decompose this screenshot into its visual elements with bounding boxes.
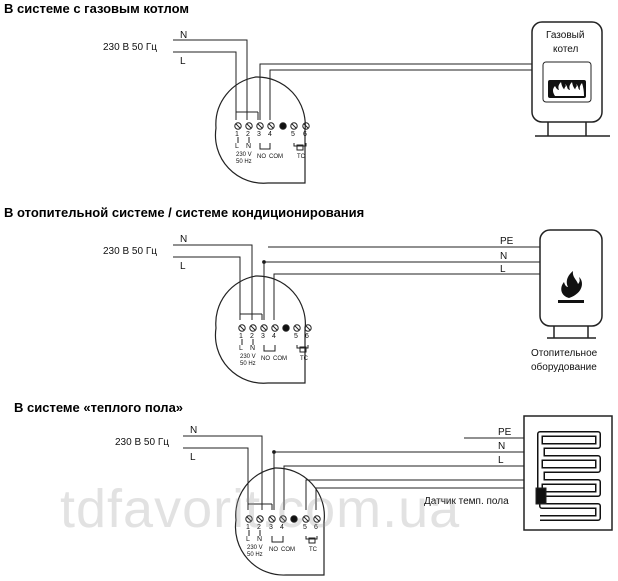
wire-no-1 [259, 63, 532, 120]
n-right-label: N [500, 251, 508, 262]
no-label: NO [261, 356, 270, 362]
terminal-6: 6 [303, 131, 307, 138]
wire-n-2 [173, 244, 253, 320]
terminal-2: 2 [250, 333, 254, 340]
sensor-label: Датчик темп. пола [424, 496, 509, 507]
frequency-label: 50 Hz [247, 552, 263, 558]
device-label-line1: Отопительное [531, 348, 598, 359]
frequency-label: 50 Hz [240, 361, 256, 367]
wire-l-1 [173, 51, 237, 120]
l-right-label: L [498, 455, 504, 466]
terminal-n-mark: N [257, 536, 263, 543]
wire-l-label: L [180, 56, 186, 67]
wire-n-1 [173, 39, 248, 120]
terminal-6: 6 [314, 524, 318, 531]
controller-body-1 [214, 76, 306, 184]
wire-com-3 [283, 465, 524, 510]
heating-equipment [539, 229, 603, 327]
terminal-l-mark: L [235, 143, 239, 150]
wire-n-label: N [180, 30, 188, 41]
terminal-4: 4 [272, 333, 276, 340]
no-label: NO [269, 547, 278, 553]
device-label-line2: оборудование [531, 362, 597, 373]
terminal-2: 2 [257, 524, 261, 531]
tc-label: TC [297, 154, 305, 160]
wire-n-label: N [180, 234, 188, 245]
terminal-l-mark: L [246, 536, 250, 543]
floor-sensor [535, 487, 547, 505]
wire-l-2 [173, 256, 241, 320]
terminal-3: 3 [261, 333, 265, 340]
pe-label: PE [498, 427, 512, 438]
voltage-label: 230 V [236, 152, 252, 158]
wire-n-3 [183, 435, 263, 510]
l-right-label: L [500, 264, 506, 275]
terminal-2: 2 [246, 131, 250, 138]
terminal-n-mark: N [246, 143, 252, 150]
gas-boiler [531, 21, 603, 123]
wire-l-label: L [180, 261, 186, 272]
tc-label: TC [309, 547, 317, 553]
terminal-3: 3 [257, 131, 261, 138]
no-label: NO [257, 154, 266, 160]
controller-body-3 [234, 467, 325, 576]
watermark: tdfavorit.com.ua [60, 479, 461, 539]
section-title: В системе «теплого пола» [14, 400, 184, 415]
section-title: В отопительной системе / системе кондици… [4, 205, 365, 220]
pe-label: PE [500, 236, 514, 247]
terminal-4: 4 [280, 524, 284, 531]
terminal-1: 1 [246, 524, 250, 531]
com-label: COM [273, 356, 287, 362]
floor-heating-panel [523, 415, 613, 531]
wire-n-label: N [190, 425, 198, 436]
wire-sensor-a [305, 479, 524, 510]
section-title: В системе с газовым котлом [4, 1, 190, 16]
voltage-label: 230 V [240, 354, 256, 360]
terminal-n-mark: N [250, 345, 256, 352]
com-label: COM [269, 154, 283, 160]
wire-com-2 [273, 273, 540, 320]
flame-icon [558, 271, 584, 303]
n-right-label: N [498, 441, 506, 452]
voltage-label: 230 V [247, 545, 263, 551]
controller-body-2 [214, 275, 306, 384]
frequency-label: 50 Hz [236, 159, 252, 165]
device-label-line1: Газовый [546, 30, 585, 41]
device-label-line2: котел [553, 44, 579, 55]
wire-l-label: L [190, 452, 196, 463]
com-label: COM [281, 547, 295, 553]
terminal-6: 6 [305, 333, 309, 340]
terminal-3: 3 [269, 524, 273, 531]
wire-l-3 [183, 447, 249, 510]
terminal-1: 1 [235, 131, 239, 138]
terminal-l-mark: L [239, 345, 243, 352]
terminal-1: 1 [239, 333, 243, 340]
supply-label: 230 В 50 Гц [115, 437, 169, 448]
flame-icon [548, 80, 586, 98]
terminal-4: 4 [268, 131, 272, 138]
terminal-5: 5 [303, 524, 307, 531]
terminal-5: 5 [294, 333, 298, 340]
tc-label: TC [300, 356, 308, 362]
terminal-5: 5 [291, 131, 295, 138]
supply-label: 230 В 50 Гц [103, 246, 157, 257]
wire-com-1 [269, 69, 532, 120]
supply-label: 230 В 50 Гц [103, 42, 157, 53]
